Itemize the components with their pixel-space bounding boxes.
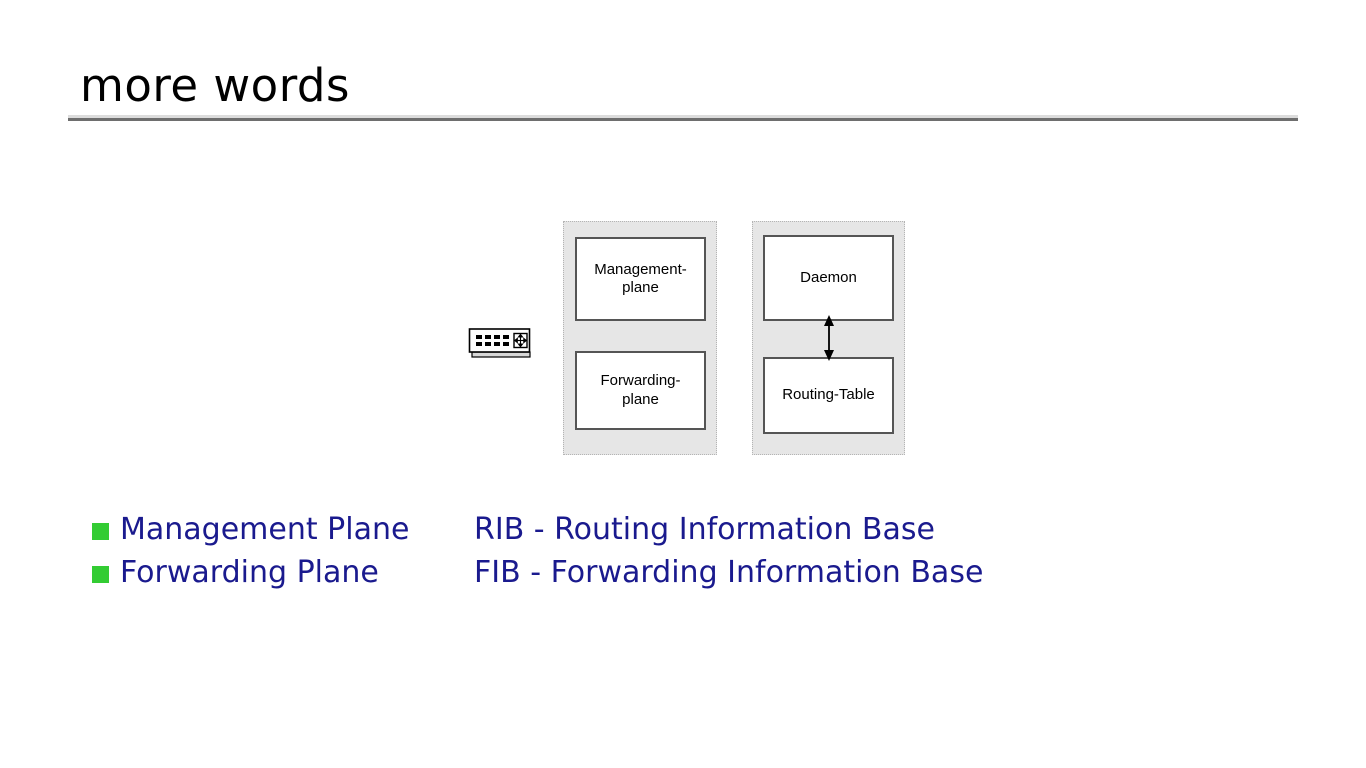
- daemon-box: Daemon: [763, 235, 894, 321]
- title-divider-highlight: [68, 115, 1298, 118]
- management-plane-line1: Management-: [594, 260, 687, 278]
- double-headed-arrow-icon: [818, 315, 840, 361]
- acronym-list: RIB - Routing Information Base FIB - For…: [474, 508, 1094, 594]
- acronym-rib-label: RIB - Routing Information Base: [474, 511, 935, 547]
- list-item[interactable]: Management Plane: [92, 508, 472, 551]
- management-plane-line2: plane: [622, 279, 659, 296]
- list-item: RIB - Routing Information Base: [474, 508, 1094, 551]
- forwarding-plane-line2: plane: [622, 390, 659, 408]
- list-item[interactable]: Forwarding Plane: [92, 551, 472, 594]
- square-bullet-icon: [92, 566, 109, 583]
- square-bullet-icon: [92, 523, 109, 540]
- page-title: more words: [80, 59, 350, 112]
- title-divider: [68, 115, 1298, 121]
- bullet-label: Management Plane: [120, 511, 410, 547]
- title-divider-shadow: [68, 118, 1298, 121]
- plane-bullet-list: Management Plane Forwarding Plane: [92, 508, 472, 594]
- routing-table-box: Routing-Table: [763, 357, 894, 434]
- routing-table-label: Routing-Table: [782, 386, 875, 404]
- network-switch-icon: [468, 327, 534, 360]
- forwarding-plane-line1: Forwarding-: [600, 372, 681, 390]
- forwarding-plane-box: Forwarding- plane: [575, 351, 706, 430]
- list-item: FIB - Forwarding Information Base: [474, 551, 1094, 594]
- acronym-fib-label: FIB - Forwarding Information Base: [474, 554, 984, 590]
- bullet-label: Forwarding Plane: [120, 554, 379, 590]
- daemon-label: Daemon: [800, 268, 857, 286]
- management-plane-box: Management- plane: [575, 237, 706, 321]
